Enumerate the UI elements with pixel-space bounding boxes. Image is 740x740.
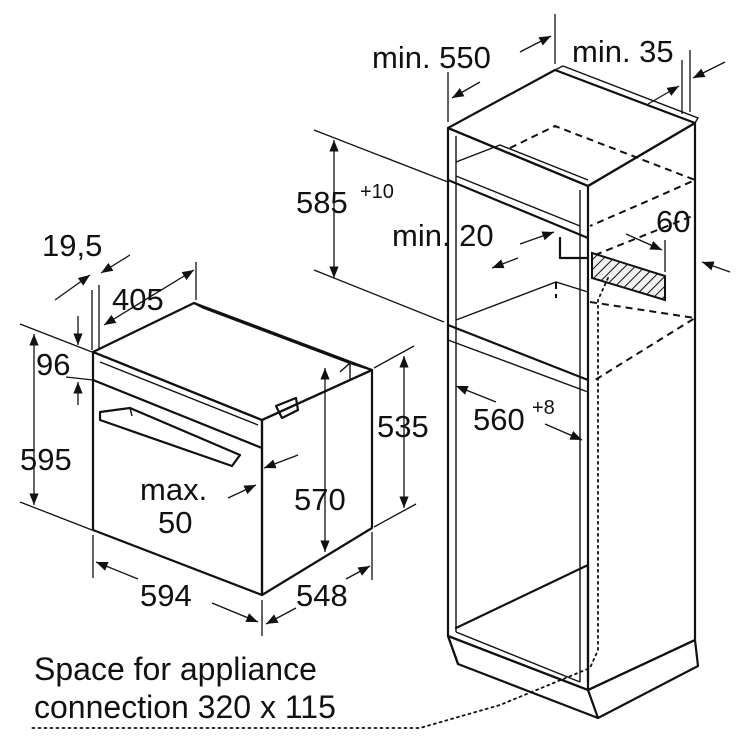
dim-595-label: 595 <box>20 442 72 477</box>
dim-594-label: 594 <box>140 578 192 613</box>
oven-shelf <box>446 323 590 382</box>
cabinet-top <box>446 68 697 188</box>
dim-560-tolerance: +8 <box>532 397 555 419</box>
dim-548-label: 548 <box>296 578 348 613</box>
oven-side <box>260 368 374 597</box>
caption-line-1: Space for appliance <box>34 651 317 687</box>
max-label: max. <box>140 472 207 507</box>
cabinet <box>29 65 700 729</box>
oven <box>91 301 374 597</box>
dim-585-tolerance: +10 <box>360 181 394 203</box>
dim-19-5-label: 19,5 <box>42 228 102 263</box>
dim-570-label: 570 <box>294 482 346 517</box>
oven-connector-tab <box>274 396 300 420</box>
cabinet-plinth <box>446 634 600 720</box>
dim-50-label: 50 <box>158 505 192 540</box>
oven-top <box>91 301 374 422</box>
upper-shelf <box>446 178 590 240</box>
dim-405-label: 405 <box>112 282 164 317</box>
dim-535-label: 535 <box>377 409 429 444</box>
oven-handle <box>98 406 242 468</box>
dim-585-label: 585 <box>296 185 348 220</box>
caption: Space for appliance connection 320 x 115 <box>34 651 336 725</box>
cabinet-dimensions: min. 550 min. 35 585 +10 min. 20 60 560 … <box>296 14 731 441</box>
dim-560-label: 560 <box>473 402 525 437</box>
dim-min35-label: min. 35 <box>572 34 674 69</box>
dim-96-label: 96 <box>36 347 70 382</box>
caption-line-2: connection 320 x 115 <box>34 689 336 725</box>
oven-dimensions: 19,5 405 96 595 max. 50 570 535 594 <box>19 228 429 636</box>
dim-min550-label: min. 550 <box>372 40 491 75</box>
connection-leader <box>29 277 609 729</box>
dim-60-label: 60 <box>656 204 690 239</box>
dim-min20-label: min. 20 <box>392 218 494 253</box>
oven-control-panel <box>91 378 264 450</box>
connection-space-hatch <box>591 251 666 302</box>
